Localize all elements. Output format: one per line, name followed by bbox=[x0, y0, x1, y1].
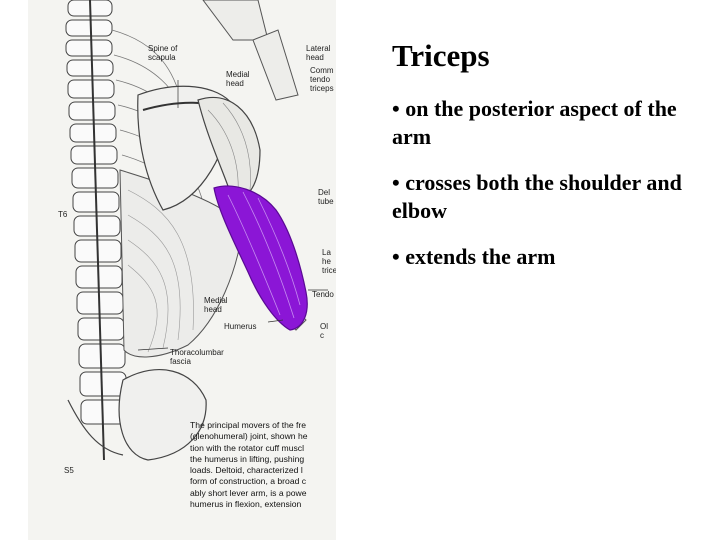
bullet-crosses: • crosses both the shoulder and elbow bbox=[392, 170, 682, 223]
triceps-highlight bbox=[213, 185, 308, 331]
label-thoracolumbar-fascia: Thoracolumbar fascia bbox=[170, 348, 224, 366]
label-s5: S5 bbox=[64, 466, 74, 475]
pelvis bbox=[118, 369, 207, 461]
label-t6: T6 bbox=[58, 210, 68, 219]
figure-caption: The principal movers of the fre (glenohu… bbox=[190, 420, 308, 510]
anatomy-figure: Spine of scapula Medial head Lateral hea… bbox=[28, 0, 336, 540]
label-humerus: Humerus bbox=[224, 322, 257, 331]
label-spine-of-scapula: Spine of scapula bbox=[148, 44, 178, 62]
label-olecranon: Ol c bbox=[320, 322, 328, 340]
label-lateral-head-top: Lateral head bbox=[306, 44, 331, 62]
bullet-list: • on the posterior aspect of the arm • c… bbox=[392, 95, 692, 289]
bullet-extends: • extends the arm bbox=[392, 244, 556, 269]
label-lateral-head-side: La he tricep bbox=[322, 248, 336, 275]
label-medial-head-top: Medial head bbox=[226, 70, 250, 88]
label-medial-head: Medial head bbox=[204, 296, 228, 314]
bullet-posterior: • on the posterior aspect of the arm bbox=[392, 96, 677, 149]
label-tendon: Tendo bbox=[312, 290, 334, 299]
label-common-tendon: Comm tendo triceps b bbox=[310, 66, 336, 93]
deltoid bbox=[197, 96, 261, 201]
muscle-illustration bbox=[65, 0, 328, 461]
label-deltoid-tuberosity: Del tube bbox=[318, 188, 334, 206]
slide-title: Triceps bbox=[392, 38, 490, 73]
